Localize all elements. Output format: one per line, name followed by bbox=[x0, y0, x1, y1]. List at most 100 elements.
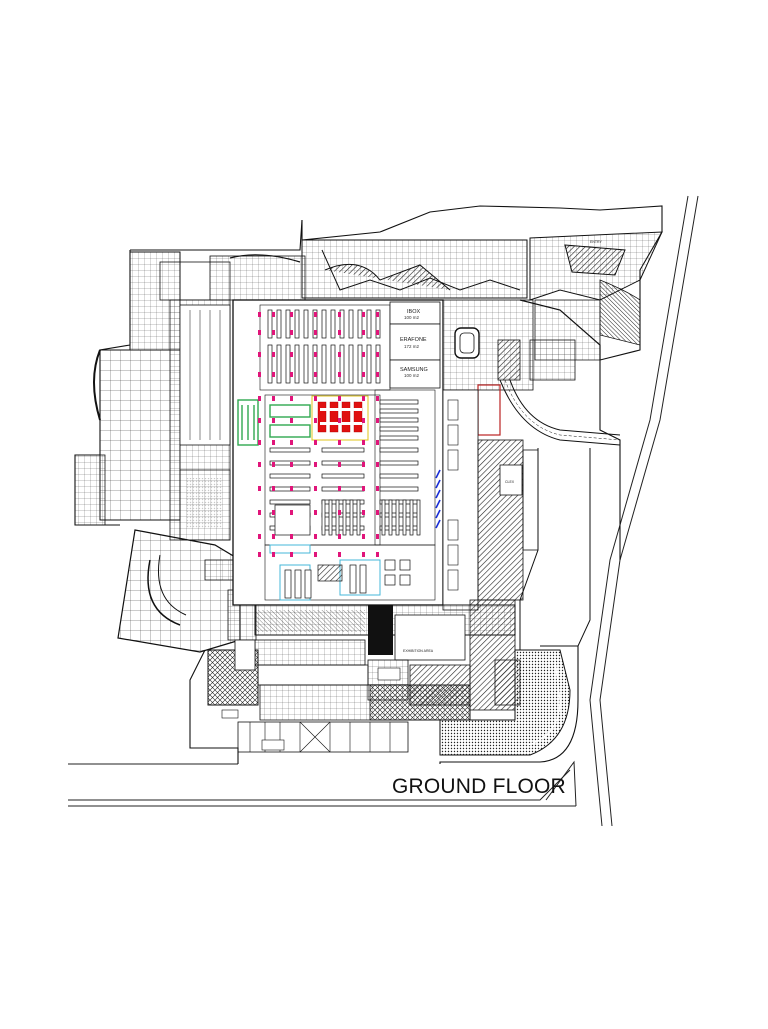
shelf-unit bbox=[342, 499, 347, 536]
shelf-unit bbox=[330, 309, 336, 339]
shelf-unit bbox=[379, 417, 419, 423]
room-samsung-area: 100 m2 bbox=[404, 373, 420, 378]
shelf-unit bbox=[269, 447, 311, 453]
column-marker bbox=[272, 396, 275, 401]
column-marker bbox=[290, 330, 293, 335]
shelf-unit bbox=[379, 426, 419, 432]
column-marker bbox=[362, 330, 365, 335]
shelf-unit bbox=[321, 309, 327, 339]
column-marker bbox=[258, 352, 261, 357]
shelf-unit bbox=[379, 473, 419, 479]
column-marker bbox=[376, 372, 379, 377]
column-marker bbox=[338, 330, 341, 335]
checkout-lanes bbox=[284, 559, 411, 599]
shelf-unit bbox=[321, 499, 326, 536]
exhibition-area-label: EXHIBITION AREA bbox=[403, 649, 434, 653]
shelf-unit bbox=[267, 344, 273, 384]
column-marker bbox=[376, 330, 379, 335]
column-marker bbox=[290, 510, 293, 515]
column-marker bbox=[314, 534, 317, 539]
column-marker bbox=[314, 440, 317, 445]
shelf-unit bbox=[274, 504, 311, 536]
column-marker bbox=[272, 462, 275, 467]
shelf-unit bbox=[294, 309, 300, 339]
right-lower-corridor bbox=[519, 448, 591, 650]
shelf-unit bbox=[379, 447, 419, 453]
shelf-unit bbox=[375, 309, 381, 339]
shelf-unit bbox=[357, 309, 363, 339]
shelf-unit bbox=[348, 344, 354, 384]
shelf-unit bbox=[366, 344, 372, 384]
column-marker bbox=[272, 510, 275, 515]
column-marker bbox=[314, 462, 317, 467]
column-marker bbox=[338, 396, 341, 401]
shelf-unit bbox=[379, 486, 419, 492]
shelf-unit bbox=[357, 344, 363, 384]
column-marker bbox=[258, 396, 261, 401]
column-marker bbox=[362, 486, 365, 491]
column-marker bbox=[376, 462, 379, 467]
column-marker bbox=[376, 312, 379, 317]
column-marker bbox=[338, 352, 341, 357]
shelf-unit bbox=[321, 460, 365, 466]
column-marker bbox=[376, 418, 379, 423]
drawing-title: GROUND FLOOR bbox=[392, 775, 566, 798]
column-marker bbox=[338, 534, 341, 539]
column-marker bbox=[290, 396, 293, 401]
shelf-unit bbox=[269, 499, 311, 505]
column-marker bbox=[362, 534, 365, 539]
left-wing-structure bbox=[74, 251, 231, 541]
column-marker bbox=[338, 372, 341, 377]
shelf-unit bbox=[379, 399, 419, 405]
right-service-core: CLEX bbox=[442, 299, 621, 611]
column-marker bbox=[376, 440, 379, 445]
column-markers bbox=[258, 312, 379, 557]
column-marker bbox=[272, 440, 275, 445]
column-marker bbox=[362, 510, 365, 515]
shelf-unit bbox=[388, 499, 393, 536]
column-marker bbox=[314, 486, 317, 491]
column-marker bbox=[258, 552, 261, 557]
shelf-unit bbox=[395, 499, 400, 536]
column-marker bbox=[290, 440, 293, 445]
shelf-unit bbox=[267, 309, 273, 339]
column-marker bbox=[290, 534, 293, 539]
room-samsung bbox=[389, 359, 441, 389]
room-samsung-name: SAMSUNG bbox=[400, 367, 428, 373]
column-marker bbox=[338, 552, 341, 557]
shelf-unit bbox=[321, 486, 365, 492]
column-marker bbox=[314, 352, 317, 357]
column-marker bbox=[258, 418, 261, 423]
shelf-unit bbox=[402, 499, 407, 536]
column-marker bbox=[362, 552, 365, 557]
shelf-unit bbox=[285, 309, 291, 339]
shelf-unit bbox=[379, 460, 419, 466]
shelf-unit bbox=[312, 344, 318, 384]
room-erafone bbox=[389, 323, 441, 361]
shelf-unit bbox=[269, 473, 311, 479]
column-marker bbox=[362, 312, 365, 317]
promo-display-block bbox=[317, 401, 363, 433]
shelf-unit bbox=[276, 309, 282, 339]
top-ramp-area bbox=[209, 239, 528, 301]
column-marker bbox=[362, 372, 365, 377]
column-marker bbox=[290, 462, 293, 467]
column-marker bbox=[362, 462, 365, 467]
shelf-unit bbox=[348, 309, 354, 339]
column-marker bbox=[314, 418, 317, 423]
column-marker bbox=[258, 440, 261, 445]
column-marker bbox=[272, 534, 275, 539]
column-marker bbox=[314, 330, 317, 335]
column-marker bbox=[362, 352, 365, 357]
room-ibox-name: IBOX bbox=[407, 309, 420, 315]
column-marker bbox=[314, 372, 317, 377]
shelf-unit bbox=[379, 408, 419, 414]
shelf-unit bbox=[321, 344, 327, 384]
fresh-produce-shelves bbox=[237, 399, 311, 446]
column-marker bbox=[272, 352, 275, 357]
column-marker bbox=[338, 418, 341, 423]
column-marker bbox=[376, 510, 379, 515]
column-marker bbox=[290, 552, 293, 557]
column-marker bbox=[338, 440, 341, 445]
